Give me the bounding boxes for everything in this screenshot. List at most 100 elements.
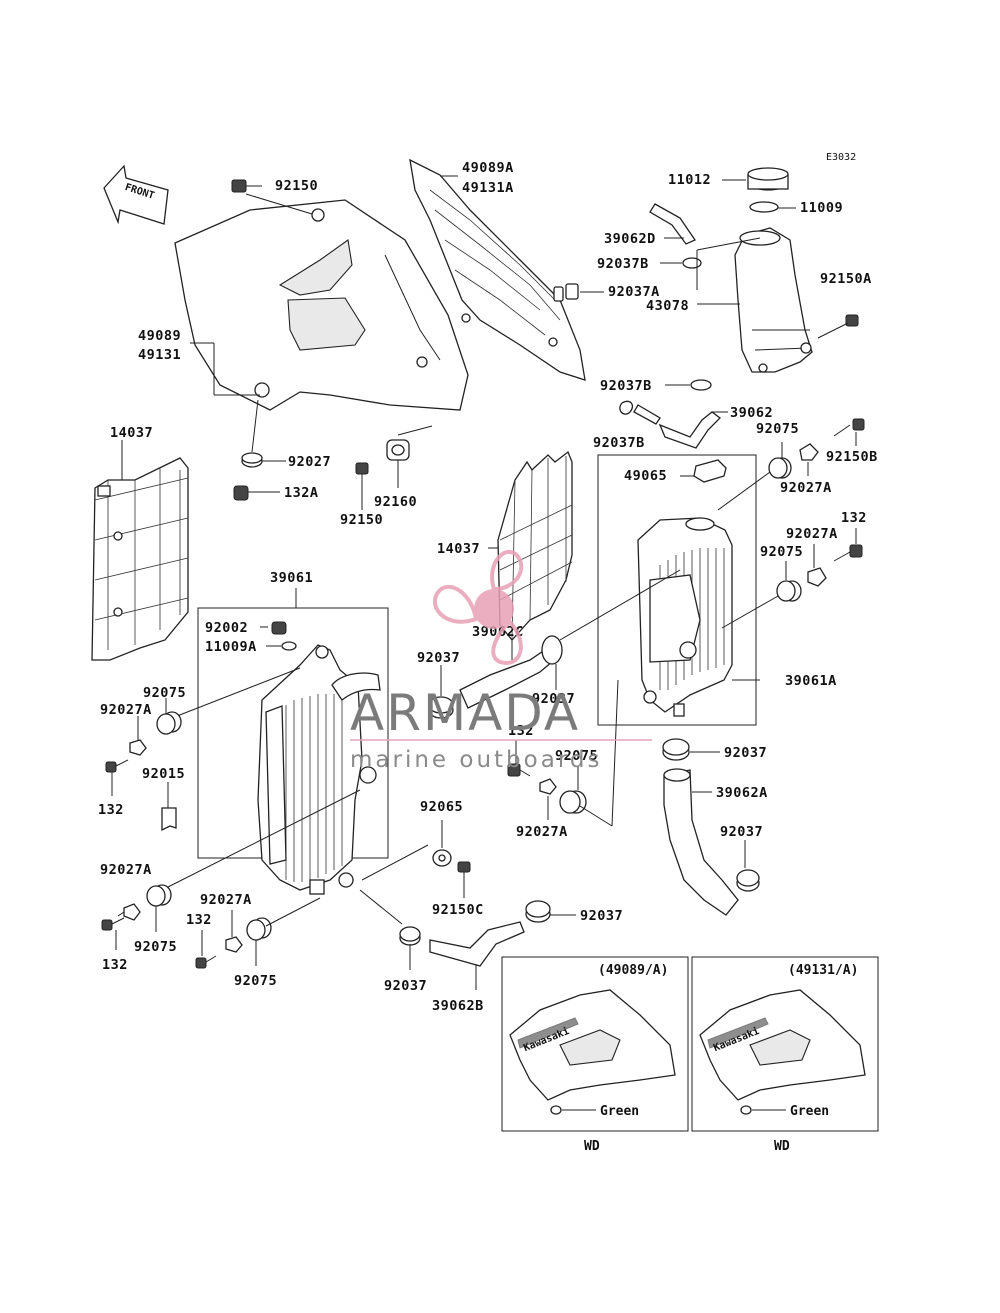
- radiator-guard-left: [91, 440, 189, 661]
- label-92037B: 92037B: [597, 256, 649, 272]
- radiator-shroud-left: [174, 199, 469, 411]
- diagram-code: E3032: [826, 152, 856, 163]
- label-132A: 132A: [284, 485, 319, 501]
- label-39062C: 39062C: [472, 624, 524, 640]
- bolt-icon: [833, 418, 865, 446]
- label-92150B: 92150B: [826, 449, 878, 465]
- label-39062A: 39062A: [716, 785, 768, 801]
- label-39062B: 39062B: [432, 998, 484, 1014]
- label-49089A: 49089A: [462, 160, 514, 176]
- label-49131A: 49131A: [462, 180, 514, 196]
- clamp-pair-icon: [553, 283, 604, 302]
- inset-49131-color-note: Green: [790, 1104, 829, 1119]
- hose-39062A: [663, 768, 739, 916]
- reservoir-tank: [734, 227, 813, 373]
- label-49131: 49131: [138, 347, 181, 363]
- collar-icon: [129, 716, 147, 756]
- label-92037-b1: 92037: [580, 908, 623, 924]
- label-92150C: 92150C: [432, 902, 484, 918]
- collar-icon: [807, 544, 827, 587]
- label-92160: 92160: [374, 494, 417, 510]
- watermark-brand: ARMADA: [350, 684, 580, 742]
- label-92037B-lower: 92037B: [600, 378, 652, 394]
- label-92150-mid: 92150: [340, 512, 383, 528]
- label-92037-r2: 92037: [720, 824, 763, 840]
- clip-icon: [161, 782, 177, 832]
- label-49089: 49089: [138, 328, 181, 344]
- label-39062: 39062: [730, 405, 773, 421]
- gasket-icon: [749, 201, 796, 213]
- label-43078: 43078: [646, 298, 689, 314]
- hose-39062C: [459, 569, 681, 709]
- bolt-icon: [195, 930, 217, 969]
- clamp-icon: [660, 257, 702, 269]
- bolt-icon: [260, 621, 287, 635]
- grommet-icon: [386, 425, 433, 488]
- label-132-l1: 132: [98, 802, 124, 818]
- collar-icon: [225, 910, 243, 953]
- grommet-icon: [241, 399, 286, 468]
- label-92037-c1: 92037: [417, 650, 460, 666]
- label-92027A-l1: 92027A: [100, 702, 152, 718]
- clamp-icon: [428, 665, 454, 719]
- label-39062D: 39062D: [604, 231, 656, 247]
- label-39061A: 39061A: [785, 673, 837, 689]
- label-132-l3: 132: [186, 912, 212, 928]
- radiator-guard-mid: [488, 450, 573, 642]
- grommet-icon: [146, 884, 172, 932]
- inset-49089-caption: WD: [584, 1139, 600, 1154]
- grommet-icon: [156, 698, 182, 735]
- inset-49089-title: (49089/A): [598, 963, 668, 978]
- bolt-icon: [507, 740, 531, 777]
- label-11012: 11012: [668, 172, 711, 188]
- front-arrow-icon: FRONT: [103, 164, 169, 225]
- clamp-icon: [736, 840, 760, 892]
- label-92037-b2: 92037: [384, 978, 427, 994]
- clamp-icon: [359, 889, 421, 970]
- label-92075-r1: 92075: [756, 421, 799, 437]
- label-92027A-r2: 92027A: [786, 526, 838, 542]
- label-49065: 49065: [624, 468, 667, 484]
- gasket-icon: [266, 641, 297, 651]
- bracket-49065: [680, 459, 727, 483]
- hose-39062D: [649, 203, 696, 245]
- label-92075-r2: 92075: [760, 544, 803, 560]
- washer-icon: [361, 820, 452, 881]
- collar-icon: [799, 443, 819, 476]
- hose-39062B: [429, 921, 525, 990]
- label-92027: 92027: [288, 454, 331, 470]
- armada-logo-icon: [433, 549, 524, 665]
- collar-icon: [117, 903, 141, 921]
- label-11009A: 11009A: [205, 639, 257, 655]
- label-39061: 39061: [270, 570, 313, 586]
- radiator-shroud-inner: [409, 158, 586, 381]
- radiator-right: [637, 517, 733, 717]
- bolt-icon: [101, 917, 125, 950]
- label-92037-c2: 92037: [532, 691, 575, 707]
- label-92075-l1: 92075: [143, 685, 186, 701]
- grommet-icon: [246, 897, 321, 966]
- clamp-icon: [662, 738, 720, 761]
- label-92075-l2: 92075: [134, 939, 177, 955]
- label-92037-r1: 92037: [724, 745, 767, 761]
- collar-icon: [539, 778, 557, 820]
- bolt-icon: [355, 462, 369, 510]
- label-11009: 11009: [800, 200, 843, 216]
- label-92150: 92150: [275, 178, 318, 194]
- bolt-icon: [105, 759, 129, 796]
- label-92075-l3: 92075: [234, 973, 277, 989]
- bolt-icon: [833, 528, 863, 562]
- label-92037A: 92037A: [608, 284, 660, 300]
- label-92150A: 92150A: [820, 271, 872, 287]
- label-92027A-l3: 92027A: [200, 892, 252, 908]
- hose-39062: [619, 400, 728, 449]
- label-132-l2: 132: [102, 957, 128, 973]
- label-132-r: 132: [841, 510, 867, 526]
- clamp-icon: [525, 900, 576, 923]
- label-92075-c: 92075: [555, 748, 598, 764]
- label-92065: 92065: [420, 799, 463, 815]
- label-14037: 14037: [110, 425, 153, 441]
- radiator-right-box: [597, 454, 757, 726]
- label-92015: 92015: [142, 766, 185, 782]
